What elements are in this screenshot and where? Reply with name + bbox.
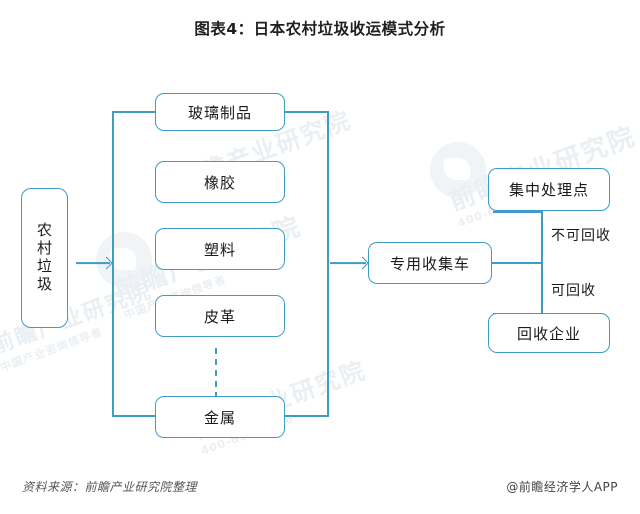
node-material-plastic[interactable]: 塑料: [155, 228, 285, 270]
arrow-materials-to-vehicle: [330, 258, 366, 268]
node-collection-vehicle[interactable]: 专用收集车: [368, 242, 492, 284]
bracket-left-vertical: [112, 112, 114, 417]
node-source[interactable]: 农村垃圾: [21, 188, 68, 328]
chart-title: 图表4：日本农村垃圾收运模式分析: [194, 20, 446, 38]
bracket-left-bottom-stub: [112, 415, 157, 417]
bracket-right-vertical: [327, 112, 329, 417]
source-note: 资料来源：前瞻产业研究院整理: [22, 480, 198, 494]
dashed-connector-materials: [215, 348, 217, 398]
vehicle-out-stub: [492, 262, 542, 264]
edge-label-recyclable: 可回收: [551, 283, 596, 299]
split-to-central-stub: [493, 211, 542, 213]
bracket-right-bottom-stub: [285, 415, 329, 417]
node-material-rubber[interactable]: 橡胶: [155, 161, 285, 203]
node-recycling-company[interactable]: 回收企业: [488, 313, 610, 353]
node-material-glass[interactable]: 玻璃制品: [155, 93, 285, 131]
arrow-source-to-materials: [76, 258, 110, 268]
node-material-leather[interactable]: 皮革: [155, 295, 285, 337]
bracket-left-top-stub: [112, 111, 157, 113]
node-material-metal[interactable]: 金属: [155, 396, 285, 438]
brand-note: @前瞻经济学人APP: [506, 480, 618, 494]
watermark-logo-2: [430, 142, 486, 198]
node-central-processing[interactable]: 集中处理点: [488, 168, 610, 211]
split-vertical: [541, 211, 543, 314]
bracket-right-top-stub: [285, 111, 329, 113]
edge-label-non-recyclable: 不可回收: [551, 228, 611, 244]
